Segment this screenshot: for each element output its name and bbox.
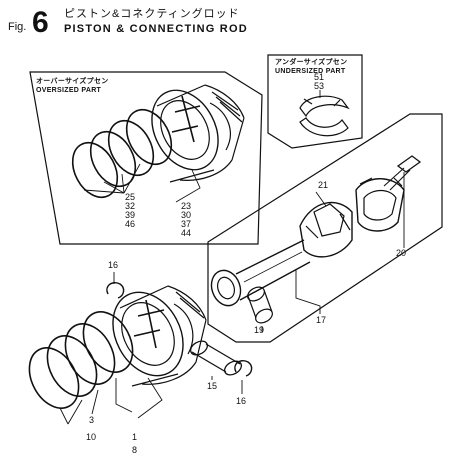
oversized-part-37: 37 xyxy=(181,219,192,229)
callout-1: 1 xyxy=(132,432,138,442)
circlip-bottom xyxy=(234,360,253,377)
callout-3: 3 xyxy=(89,415,95,425)
figure-number: 6 xyxy=(32,6,49,39)
oversized-piston-rings xyxy=(71,108,173,199)
oversized-leader-lines xyxy=(83,163,201,203)
undersized-part-53: 53 xyxy=(314,81,325,91)
conrod-leader-lines xyxy=(261,172,405,332)
standard-piston xyxy=(112,285,207,387)
oversized-part-25: 25 xyxy=(125,192,136,202)
oversized-label-english: OVERSIZED PART xyxy=(36,87,102,94)
oversized-part-39: 39 xyxy=(125,210,136,220)
connecting-rod xyxy=(210,201,353,307)
connecting-rod-cap xyxy=(355,177,405,232)
standard-piston-rings xyxy=(28,311,134,409)
connecting-rod-bolt xyxy=(383,155,422,191)
circlip-top xyxy=(106,282,125,299)
callout-20: 20 xyxy=(396,248,407,258)
callout-19: 19 xyxy=(254,325,265,335)
undersized-part-51: 51 xyxy=(314,72,325,82)
oversized-box-frame xyxy=(29,71,263,245)
oversized-part-46: 46 xyxy=(125,219,136,229)
oversized-label-japanese: オーバーサイズプセン xyxy=(36,78,109,85)
figure-title-english: PISTON & CONNECTING ROD xyxy=(64,23,248,35)
standard-leader-lines xyxy=(59,376,243,425)
oversized-piston xyxy=(151,84,245,183)
connecting-rod-box-frame xyxy=(207,113,443,343)
callout-15: 15 xyxy=(207,381,218,391)
callout-10: 10 xyxy=(86,432,97,442)
callout-8: 8 xyxy=(132,445,138,455)
oversized-part-23: 23 xyxy=(181,201,192,211)
callout-16-top: 16 xyxy=(108,260,119,270)
undersized-box-frame xyxy=(267,54,363,149)
figure-prefix: Fig. xyxy=(8,21,27,33)
undersized-label-japanese: アンダーサイズプセン xyxy=(275,59,348,66)
piston-pin xyxy=(189,340,243,376)
oversized-part-32: 32 xyxy=(125,201,136,211)
oversized-part-44: 44 xyxy=(181,228,192,238)
undersized-bearing-halves xyxy=(299,95,350,137)
callout-16-bottom: 16 xyxy=(236,396,247,406)
callout-17: 17 xyxy=(316,315,327,325)
callout-21: 21 xyxy=(318,180,329,190)
undersized-label-english: UNDERSIZED PART xyxy=(275,68,346,75)
small-end-bushing xyxy=(247,286,273,324)
oversized-part-30: 30 xyxy=(181,210,192,220)
figure-title-japanese: ピストン&コネクティングロッド xyxy=(64,8,240,20)
